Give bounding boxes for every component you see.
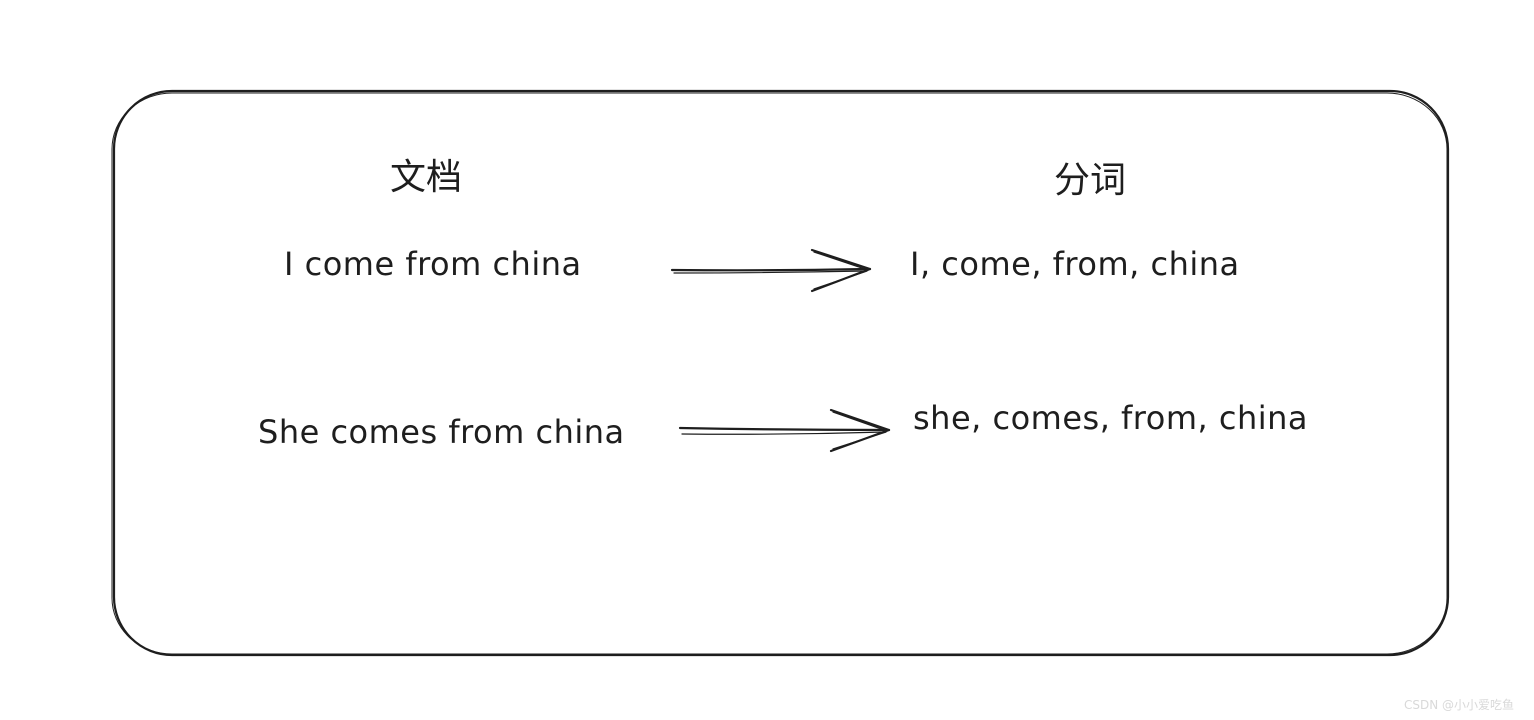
container-box xyxy=(112,89,1450,657)
container-box-sketch xyxy=(111,92,1448,655)
header-tokens: 分词 xyxy=(1054,160,1127,201)
tokens-row-1: I, come, from, china xyxy=(910,245,1240,283)
arrow-row-2 xyxy=(678,408,891,453)
header-document: 文档 xyxy=(390,157,463,198)
tokens-row-2: she, comes, from, china xyxy=(913,399,1308,437)
arrow-row-1 xyxy=(670,248,872,293)
watermark: CSDN @小小爱吃鱼 xyxy=(1404,698,1515,712)
document-row-2: She comes from china xyxy=(258,413,625,451)
document-row-1: I come from china xyxy=(284,245,582,283)
